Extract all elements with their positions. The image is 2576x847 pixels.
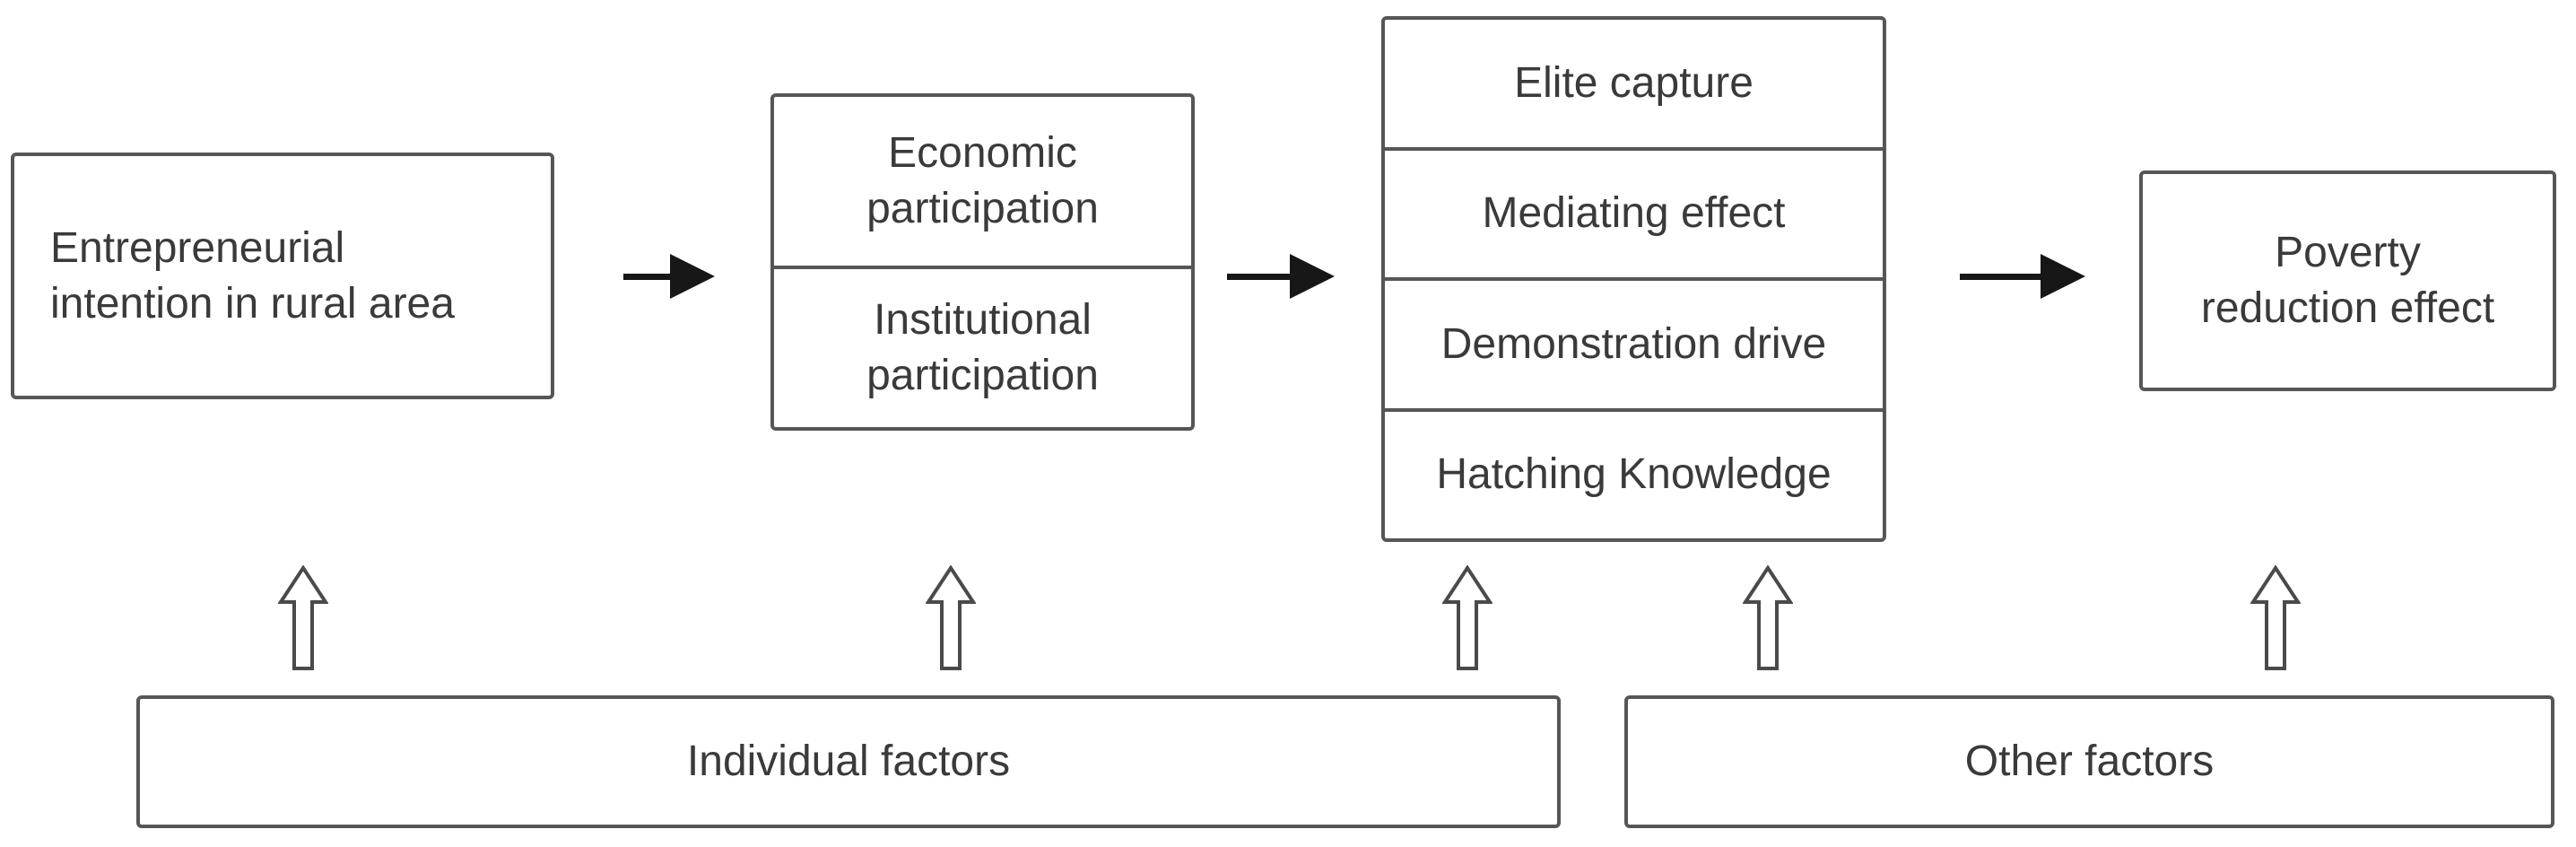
right-arrowhead-icon — [2041, 254, 2085, 299]
individual-factors-box: Individual factors — [136, 695, 1561, 828]
right-arrow-icon — [1960, 274, 2041, 280]
demonstration-drive-label: Demonstration drive — [1440, 319, 1827, 368]
entrepreneurial-intention-label: Entrepreneurial intention in rural area — [50, 223, 455, 327]
right-arrowhead-icon — [1290, 254, 1335, 299]
right-arrow-icon — [1227, 274, 1290, 280]
institutional-participation-cell: Institutional participation — [774, 269, 1191, 427]
mechanism-row-hatching-knowledge: Hatching Knowledge — [1385, 412, 1883, 539]
elite-capture-label: Elite capture — [1514, 58, 1754, 107]
mediating-effect-label: Mediating effect — [1482, 189, 1786, 238]
up-arrow-icon — [1743, 565, 1793, 671]
poverty-reduction-label: Poverty reduction effect — [2200, 229, 2495, 332]
up-arrow-icon — [1442, 565, 1493, 671]
other-factors-box: Other factors — [1624, 695, 2554, 828]
mechanism-row-demonstration-drive: Demonstration drive — [1385, 281, 1883, 412]
up-arrow-icon — [926, 565, 976, 671]
other-factors-label: Other factors — [1964, 738, 2215, 785]
individual-factors-label: Individual factors — [686, 738, 1011, 785]
participation-box: Economic participation Institutional par… — [770, 93, 1195, 431]
mechanisms-box: Elite capture Mediating effect Demonstra… — [1381, 16, 1886, 542]
right-arrow-icon — [623, 274, 670, 280]
up-arrow-icon — [278, 565, 328, 671]
mechanism-row-elite-capture: Elite capture — [1385, 20, 1883, 151]
right-arrowhead-icon — [670, 254, 715, 299]
hatching-knowledge-label: Hatching Knowledge — [1436, 450, 1832, 499]
poverty-reduction-box: Poverty reduction effect — [2139, 170, 2556, 391]
entrepreneurial-intention-box: Entrepreneurial intention in rural area — [11, 153, 554, 399]
economic-participation-label: Economic participation — [866, 129, 1099, 232]
institutional-participation-label: Institutional participation — [866, 296, 1099, 399]
mechanism-row-mediating-effect: Mediating effect — [1385, 151, 1883, 281]
economic-participation-cell: Economic participation — [774, 97, 1191, 269]
up-arrow-icon — [2250, 565, 2301, 671]
